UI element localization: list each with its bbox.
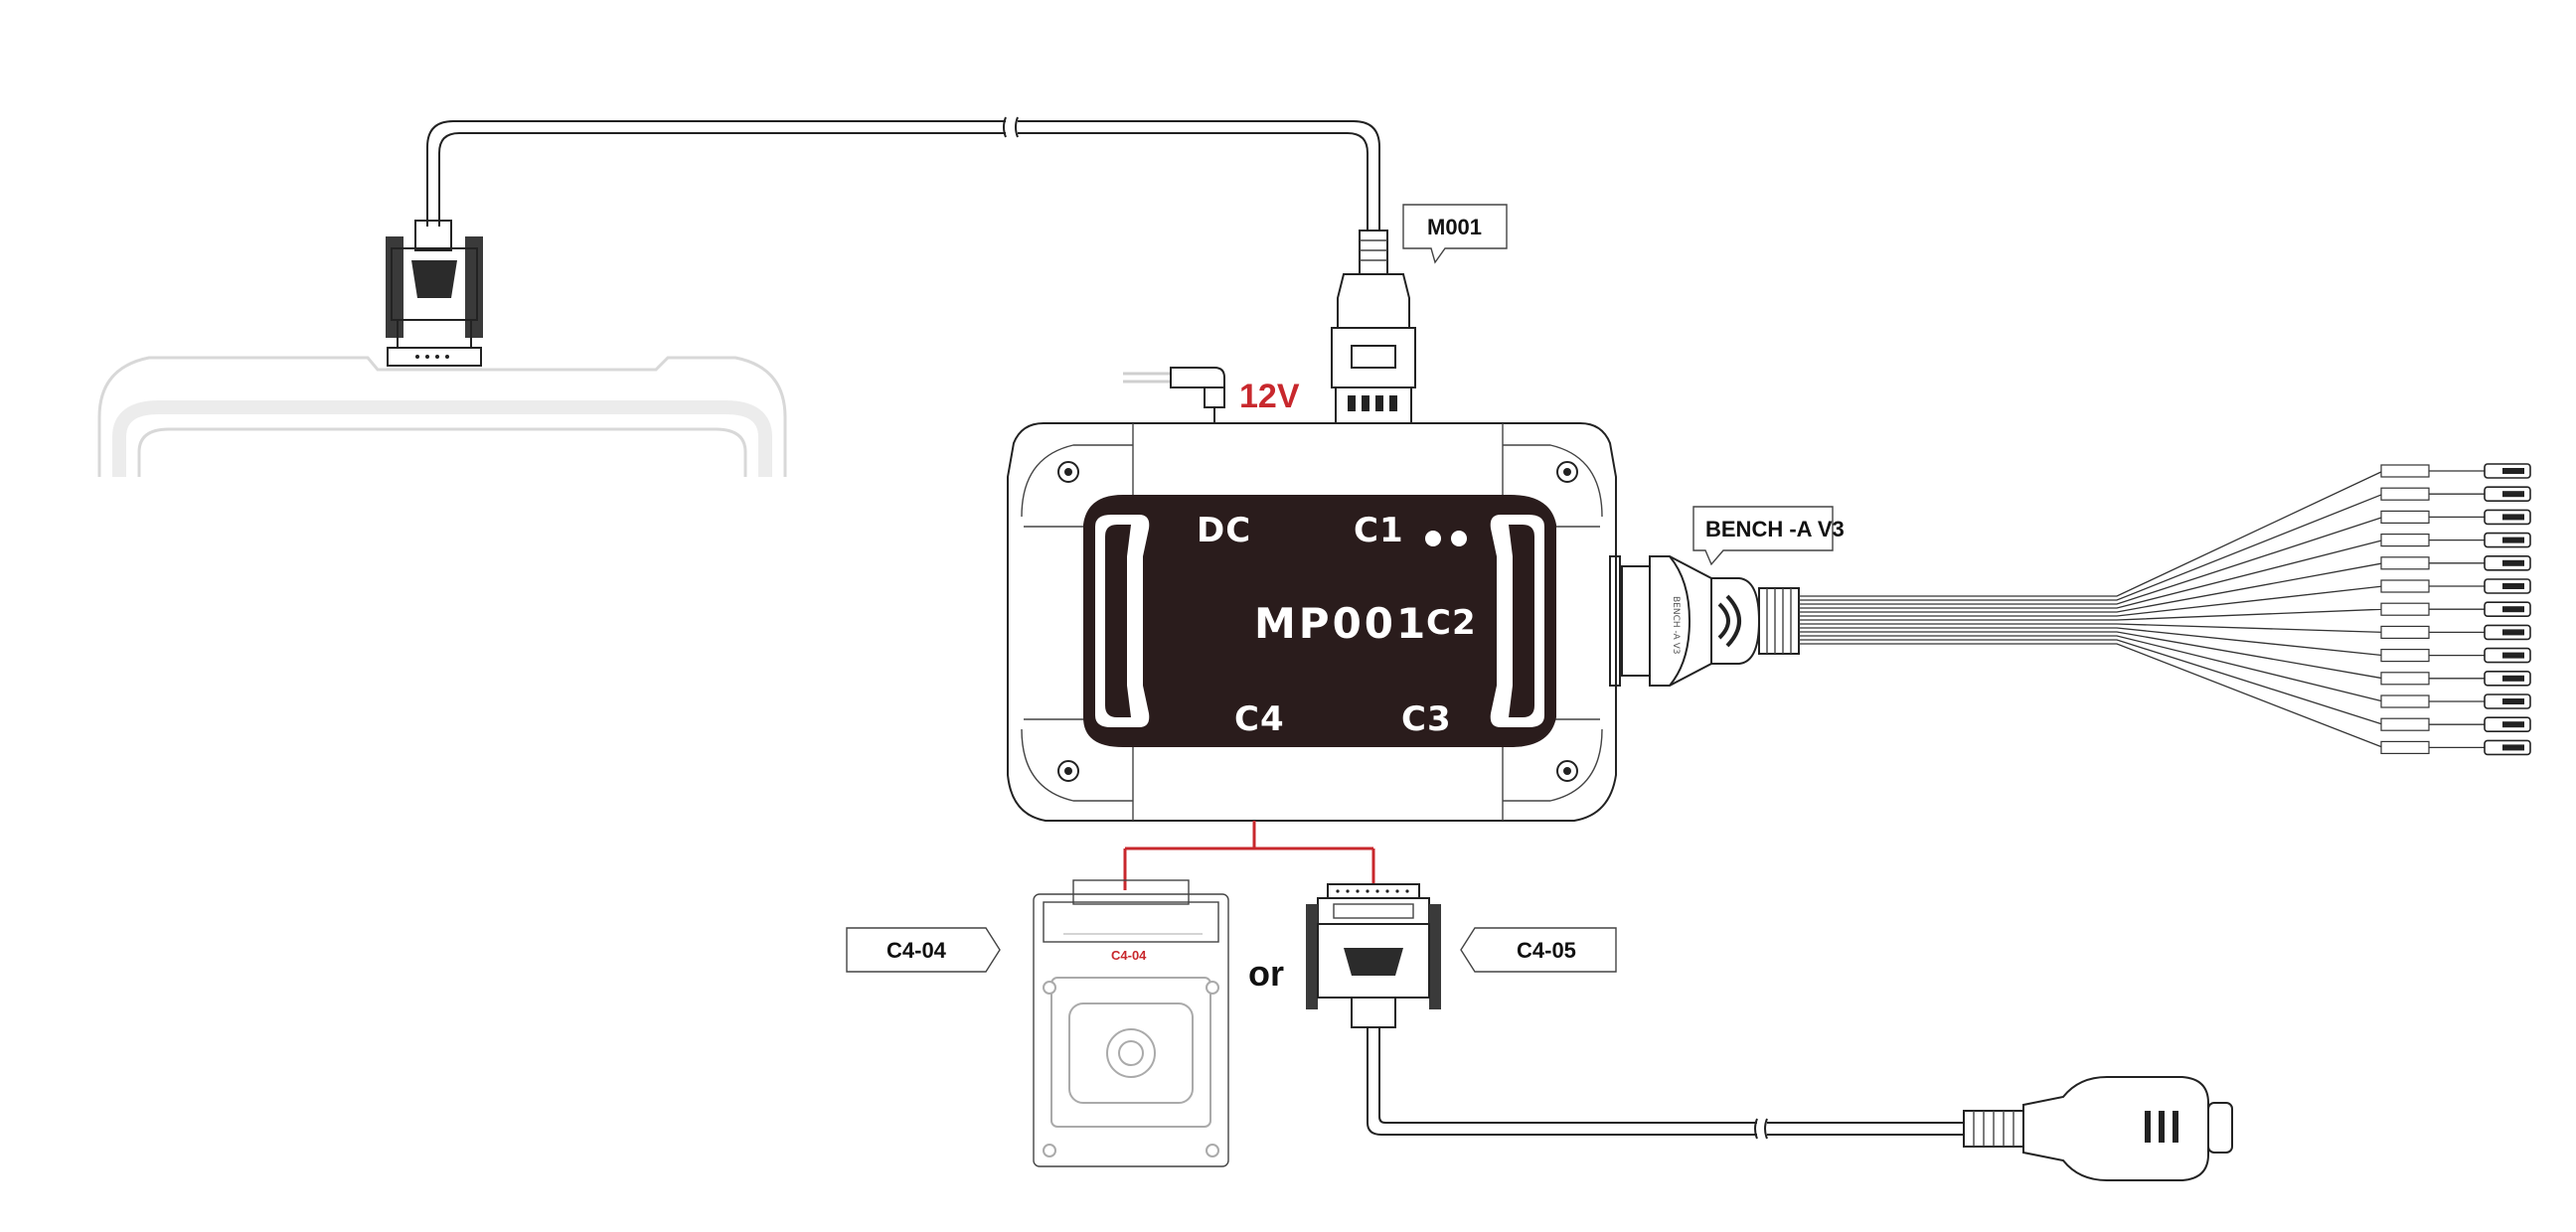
c4-branch-lines: [1123, 821, 1375, 890]
device-face-panel: [1083, 495, 1556, 747]
wire-terminal-slot: [2502, 744, 2524, 751]
harness-wire: [1799, 631, 2384, 680]
port-label-c3: C3: [1401, 699, 1452, 739]
wire-tag: [2380, 464, 2430, 478]
wire-tag: [2380, 717, 2430, 731]
or-separator: or: [1248, 953, 1284, 994]
wire-tag: [2380, 648, 2430, 663]
c4-04-label: C4-04: [886, 938, 947, 963]
wire-tag: [2380, 625, 2430, 640]
bench-label: BENCH -A V3: [1705, 517, 1845, 541]
harness-wire: [1799, 493, 2384, 601]
top-cable: [426, 116, 1380, 231]
c4-05-db25-connector: [1306, 883, 2233, 1181]
wire-terminal-slot: [2502, 468, 2524, 474]
c4-05-label: C4-05: [1517, 938, 1576, 963]
harness-wire: [1799, 539, 2384, 609]
power-voltage-label: 12V: [1239, 378, 1300, 415]
c4-04-callout: C4-04: [846, 927, 1001, 973]
bench-a-v3-harness: BENCH -A V3: [1621, 463, 2531, 756]
led-indicator-2: [1451, 531, 1467, 546]
wire-terminal-slot: [2502, 652, 2524, 659]
wire-tag: [2380, 602, 2430, 616]
screw-holes: [1057, 461, 1578, 782]
wire-tag: [2380, 579, 2430, 593]
harness-wire: [1799, 639, 2384, 725]
wire-terminal-slot: [2502, 721, 2524, 728]
wire-tag: [2380, 672, 2430, 686]
svg-text:BENCH -A V3: BENCH -A V3: [1671, 596, 1681, 654]
wire-tag: [2380, 533, 2430, 547]
wire-terminal-slot: [2502, 514, 2524, 521]
wire-tag: [2380, 510, 2430, 525]
tablet-outline: [97, 356, 787, 477]
wire-tag: [2380, 487, 2430, 501]
m001-label: M001: [1427, 215, 1482, 239]
device-name: MP001: [1254, 599, 1428, 648]
port-label-c1: C1: [1354, 511, 1404, 550]
m001-obd-connector: [1331, 230, 1416, 424]
harness-wire: [1799, 608, 2384, 621]
wire-terminal-slot: [2502, 606, 2524, 613]
wire-tag: [2380, 694, 2430, 708]
c4-04-face-label: C4-04: [1111, 948, 1147, 963]
wire-terminal-slot: [2502, 559, 2524, 566]
fan-out-wires: [1799, 463, 2531, 756]
c4-04-adapter: [1033, 879, 1229, 1167]
led-indicator-1: [1425, 531, 1441, 546]
dc-barrel-plug: [1123, 367, 1225, 423]
port-label-c2: C2: [1426, 603, 1477, 643]
wire-tag: [2380, 740, 2430, 755]
bench-callout: BENCH -A V3: [1692, 506, 1845, 566]
harness-wire: [1799, 470, 2384, 597]
wire-terminal-slot: [2502, 491, 2524, 498]
wire-terminal-slot: [2502, 698, 2524, 704]
mp001-device: [1007, 422, 1621, 822]
wire-tag: [2380, 556, 2430, 570]
harness-wire: [1799, 643, 2384, 749]
m001-callout: M001: [1402, 204, 1508, 264]
wire-terminal-slot: [2502, 629, 2524, 636]
c4-05-callout: C4-05: [1460, 927, 1617, 973]
port-label-dc: DC: [1197, 511, 1251, 550]
port-label-c4: C4: [1234, 699, 1285, 739]
db15-connector-top: [386, 220, 483, 367]
wire-terminal-slot: [2502, 583, 2524, 589]
wire-terminal-slot: [2502, 537, 2524, 543]
wire-terminal-slot: [2502, 675, 2524, 682]
harness-wire: [1799, 516, 2384, 605]
